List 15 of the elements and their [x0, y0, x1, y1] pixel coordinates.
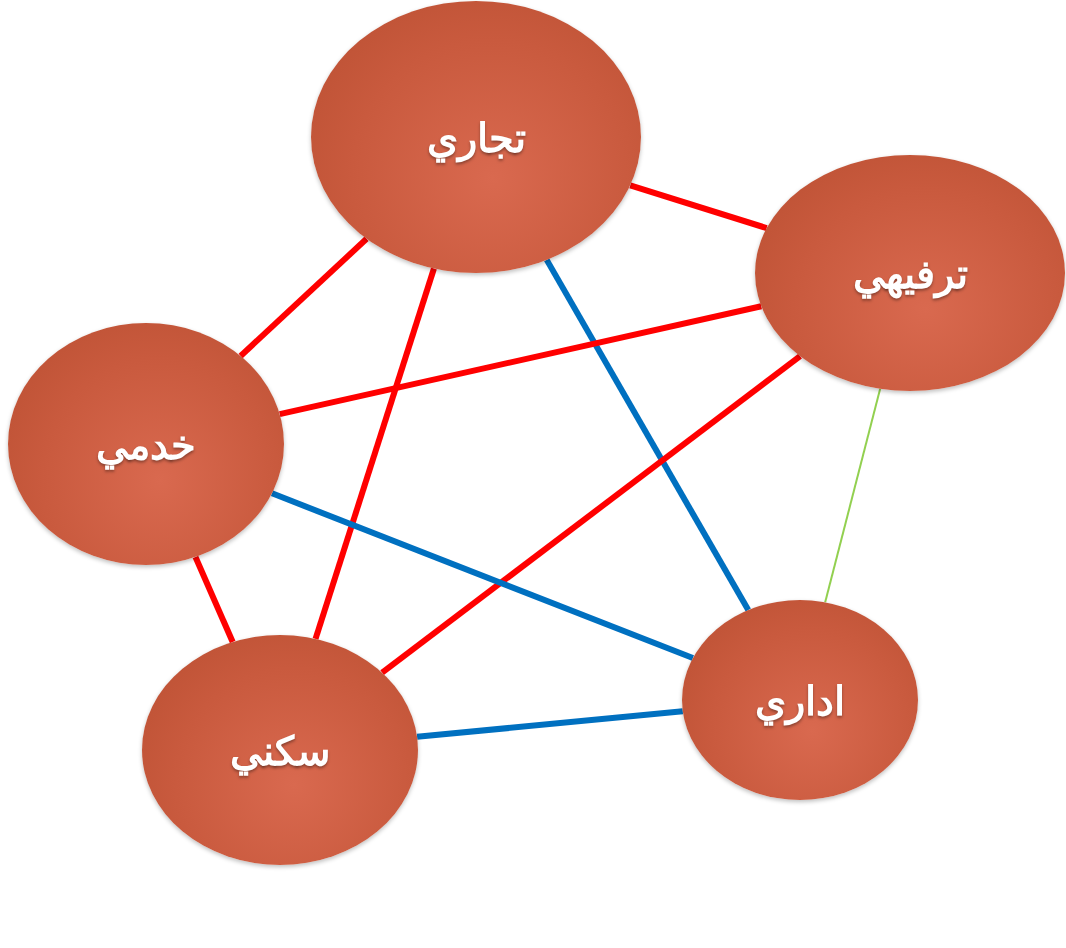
connector-line: [416, 708, 684, 740]
connector-line: [279, 303, 762, 417]
category-label: ترفيهي: [852, 249, 968, 297]
connector-line: [544, 258, 751, 612]
category-label: سكني: [229, 726, 331, 774]
category-label: خدمي: [96, 420, 196, 468]
connector-line: [238, 236, 369, 359]
connector-line: [192, 555, 236, 644]
connector-line: [312, 267, 437, 640]
category-label: تجاري: [426, 113, 526, 161]
connector-line: [380, 353, 802, 676]
connector-line: [824, 387, 882, 604]
connector-line: [270, 490, 694, 661]
connector-line: [629, 182, 768, 231]
category-label: اداري: [755, 676, 845, 724]
